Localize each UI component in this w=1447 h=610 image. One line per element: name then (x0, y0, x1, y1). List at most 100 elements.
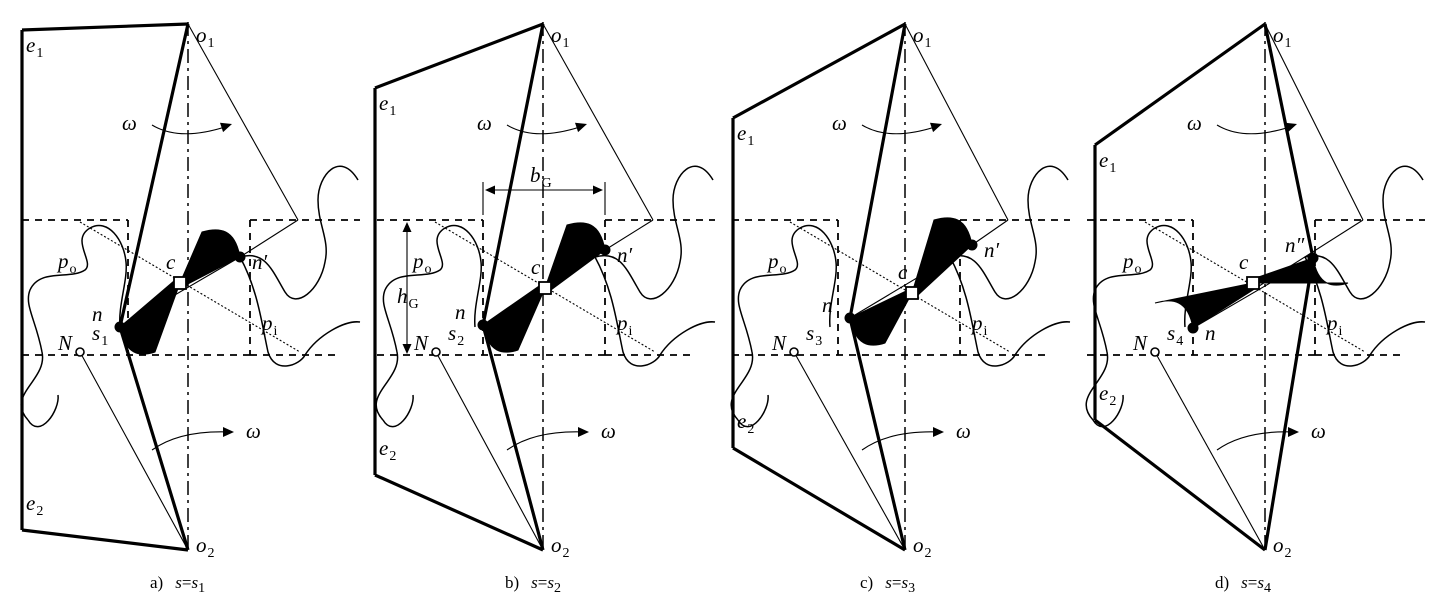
label-omega-bottom: ω (601, 419, 616, 443)
label-N-main: N (413, 331, 429, 355)
diagonal-guide-line (1144, 221, 1366, 353)
omega-arrow-top (506, 124, 584, 135)
caption-prefix: d) (1215, 573, 1229, 592)
caption-rhs: s (1257, 573, 1264, 592)
gear-tooth-left-lower (737, 394, 769, 428)
label-p-i-sub: i (1339, 324, 1343, 339)
label-c-main: c (898, 260, 908, 284)
line-of-action (849, 244, 973, 319)
label-bG-main: b (530, 163, 541, 187)
diagonal-guide-line (434, 221, 656, 353)
label-p-o: po (411, 249, 432, 277)
label-e1-sub: 1 (36, 46, 43, 61)
omega-arrow-top (151, 124, 229, 135)
outline-inner-edge (848, 23, 907, 551)
label-s-main: s (92, 321, 100, 345)
label-e2: e2 (737, 409, 754, 437)
caption-sub: 1 (198, 581, 205, 596)
label-p-o: po (1121, 249, 1142, 277)
o1-ray (904, 23, 1009, 221)
omega-arrow-bottom-head (933, 427, 944, 437)
outline-bottom-edge (1094, 418, 1266, 552)
line-of-action (119, 256, 241, 328)
label-p-o-main: p (1121, 249, 1134, 273)
label-o1-sub: 1 (1285, 36, 1292, 51)
label-e1: e1 (379, 91, 396, 119)
label-hG-main: h (397, 284, 408, 308)
label-s-sub: 3 (815, 334, 822, 349)
point-N (431, 347, 441, 357)
label-o1-main: o (1273, 23, 1284, 47)
caption-equals: = (1248, 573, 1258, 592)
omega-arrow-bottom (506, 431, 586, 451)
point-n-left (114, 321, 126, 333)
point-n-right (1187, 322, 1199, 334)
label-e1-sub: 1 (1109, 161, 1116, 176)
label-c-main: c (531, 255, 541, 279)
label-N-main: N (1132, 331, 1148, 355)
label-N: N (771, 331, 787, 355)
label-n-right-main: n′ (984, 238, 1000, 262)
contact-region-upper (179, 229, 241, 286)
label-n-left-main: n (822, 293, 833, 317)
label-omega-top: ω (477, 111, 492, 135)
label-N: N (413, 331, 429, 355)
label-p-i: pi (260, 311, 278, 339)
label-p-i-sub: i (629, 324, 633, 339)
label-p-i-main: p (615, 311, 628, 335)
label-o1-main: o (551, 23, 562, 47)
caption-rhs: s (901, 573, 908, 592)
label-p-i: pi (1325, 311, 1343, 339)
omega-arrow-top-head (575, 122, 587, 133)
label-n-right-main: n (1205, 321, 1216, 345)
label-hG-sub: G (409, 297, 419, 312)
omega-arrow-top (861, 124, 939, 135)
o1-ray (542, 23, 654, 221)
hG-arrow-top-head (402, 222, 412, 232)
label-o1-sub: 1 (563, 36, 570, 51)
label-p-i-sub: i (984, 324, 988, 339)
line-of-action-ext (1192, 219, 1364, 329)
caption-a: a)s=s1 (150, 573, 205, 596)
label-o1: o1 (1273, 23, 1292, 51)
omega-arrow-bottom-head (1288, 427, 1299, 437)
N-o2-ray (79, 351, 189, 551)
bG-arrow-right-head (593, 185, 603, 195)
outline-bottom-edge (732, 446, 906, 552)
gear-tooth-right-lower (594, 256, 716, 367)
outline-inner-edge (481, 23, 545, 551)
label-c: c (531, 255, 541, 279)
gear-tooth-right-lower (1304, 256, 1426, 367)
label-omega-top-main: ω (477, 111, 492, 135)
label-o2-main: o (1273, 533, 1284, 557)
label-p-o: po (766, 249, 787, 277)
label-e1: e1 (26, 33, 43, 61)
caption-lhs: s (531, 573, 538, 592)
label-p-i-main: p (260, 311, 273, 335)
caption-rhs: s (547, 573, 554, 592)
line-of-action-ext (604, 219, 654, 251)
label-o2-sub: 2 (925, 546, 932, 561)
label-omega-top-main: ω (832, 111, 847, 135)
label-p-i-main: p (1325, 311, 1338, 335)
label-p-i: pi (615, 311, 633, 339)
label-omega-bottom: ω (956, 419, 971, 443)
label-N: N (57, 331, 73, 355)
label-omega-top: ω (832, 111, 847, 135)
line-of-action-ext (239, 219, 299, 258)
label-o1-main: o (913, 23, 924, 47)
label-omega-top-main: ω (1187, 111, 1202, 135)
N-o2-ray (793, 351, 906, 551)
outline-top-edge (1094, 22, 1266, 147)
caption-prefix: b) (505, 573, 519, 592)
caption-prefix: a) (150, 573, 163, 592)
point-N (1150, 347, 1160, 357)
label-omega-bottom: ω (1311, 419, 1326, 443)
label-p-o-sub: o (1135, 262, 1142, 277)
label-n-right-main: n′ (617, 243, 633, 267)
label-e2-sub: 2 (36, 504, 43, 519)
